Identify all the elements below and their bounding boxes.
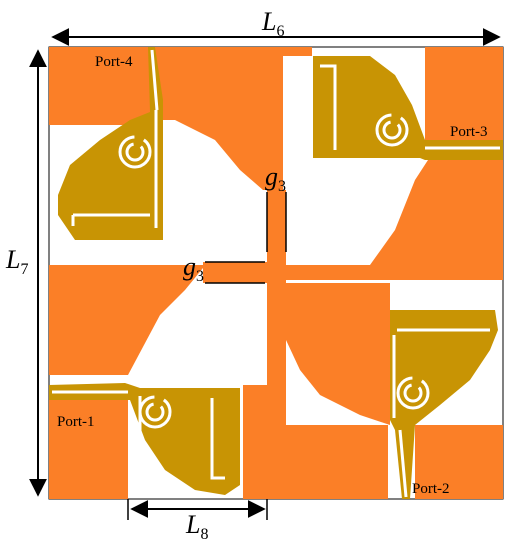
split-ring-slot-icon	[118, 135, 152, 169]
patch-antenna-4	[58, 47, 163, 240]
port-1-label: Port-1	[57, 414, 95, 430]
patch-antenna-2	[390, 310, 498, 499]
L7-label: L7	[5, 245, 28, 278]
patch-antenna-1	[49, 383, 240, 495]
g3-label-top: g3	[265, 162, 286, 195]
g3-label-left: g3	[183, 252, 204, 285]
split-ring-slot-icon	[138, 395, 172, 429]
port-2-label: Port-2	[412, 481, 450, 497]
split-ring-slot-icon	[396, 376, 430, 410]
patch-antenna-3	[313, 56, 503, 160]
port-3-label: Port-3	[450, 124, 488, 140]
split-ring-slot-icon	[375, 113, 409, 147]
g3-gap-markers	[205, 192, 287, 284]
L8-label: L8	[185, 510, 208, 543]
L6-label: L6	[261, 7, 284, 40]
port-4-label: Port-4	[95, 54, 133, 70]
ground-plane	[49, 47, 503, 499]
